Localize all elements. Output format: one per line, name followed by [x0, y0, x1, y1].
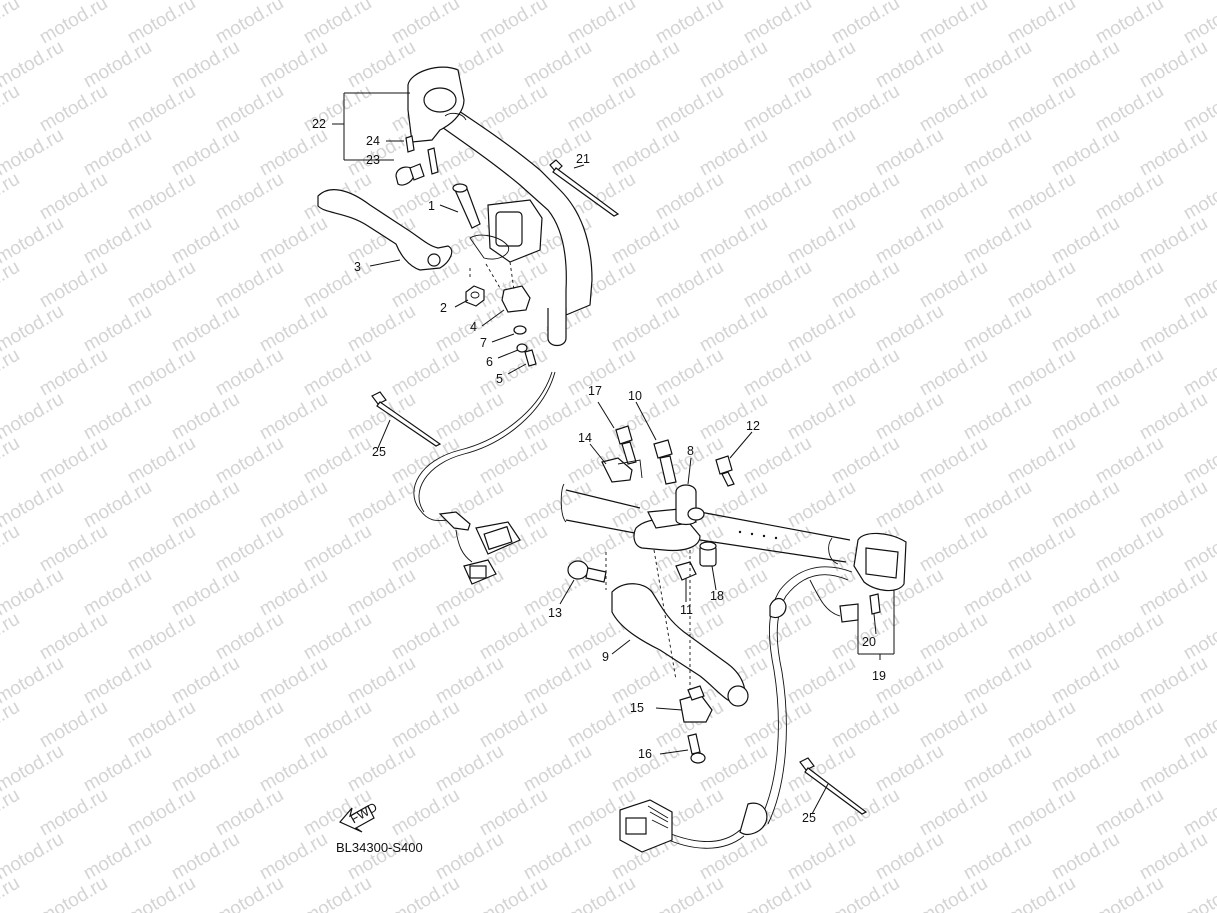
callout-18: 18 — [710, 589, 724, 603]
left-handlebar-assembly — [317, 66, 593, 367]
callout-6: 6 — [486, 355, 493, 369]
left-connector — [438, 511, 521, 585]
callout-25-right: 25 — [802, 811, 816, 825]
callout-21: 21 — [576, 152, 590, 166]
callout-20: 20 — [862, 635, 876, 649]
callout-7: 7 — [480, 336, 487, 350]
callout-19: 19 — [872, 669, 886, 683]
callout-4: 4 — [470, 320, 477, 334]
callout-labels: 1 2 3 4 5 6 7 8 9 10 11 12 13 14 15 16 1… — [312, 117, 886, 825]
callout-24: 24 — [366, 134, 380, 148]
cable-tie-25-right — [799, 757, 868, 815]
callout-8: 8 — [687, 444, 694, 458]
callout-1: 1 — [428, 199, 435, 213]
callout-22: 22 — [312, 117, 326, 131]
callout-14: 14 — [578, 431, 592, 445]
fwd-arrow-icon: FWD — [339, 800, 380, 833]
callout-10: 10 — [628, 389, 642, 403]
callout-16: 16 — [638, 747, 652, 761]
cable-tie-25-left — [371, 391, 442, 447]
callout-5: 5 — [496, 372, 503, 386]
callout-23: 23 — [366, 153, 380, 167]
callout-2: 2 — [440, 301, 447, 315]
callout-17: 17 — [588, 384, 602, 398]
callout-12: 12 — [746, 419, 760, 433]
callout-9: 9 — [602, 650, 609, 664]
leader-lines — [332, 92, 895, 815]
callout-15: 15 — [630, 701, 644, 715]
diagram-code: BL34300-S400 — [336, 840, 423, 855]
callout-13: 13 — [548, 606, 562, 620]
callout-25-left: 25 — [372, 445, 386, 459]
callout-11: 11 — [680, 603, 693, 617]
right-handlebar-assembly — [560, 425, 907, 853]
callout-3: 3 — [354, 260, 361, 274]
cable-tie-21 — [549, 159, 620, 217]
